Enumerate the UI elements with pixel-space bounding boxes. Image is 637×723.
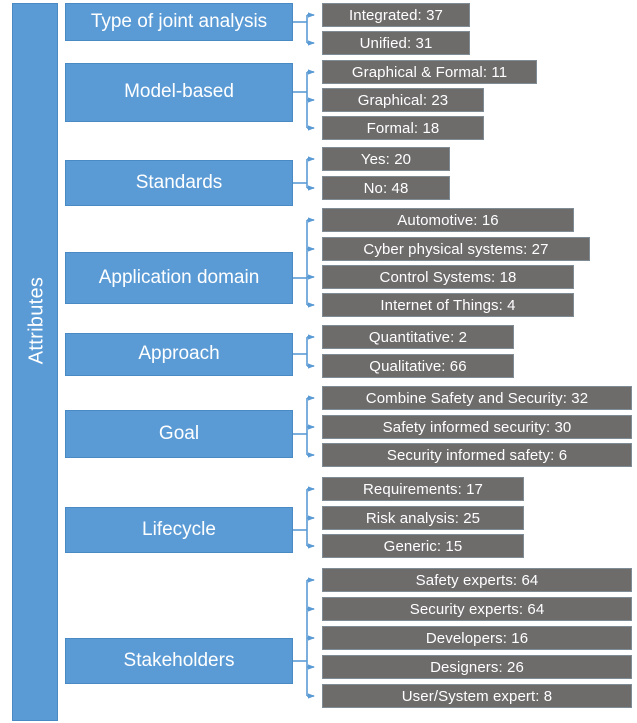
value-box[interactable]: Security experts: 64	[322, 597, 632, 621]
value-box[interactable]: Formal: 18	[322, 116, 484, 140]
attribute-box-application-domain[interactable]: Application domain	[65, 252, 293, 304]
attribute-box-stakeholders[interactable]: Stakeholders	[65, 638, 293, 684]
value-label: Risk analysis: 25	[365, 509, 481, 527]
attribute-label: Lifecycle	[142, 518, 216, 540]
value-box[interactable]: Safety experts: 64	[322, 568, 632, 592]
value-box[interactable]: No: 48	[322, 176, 450, 200]
value-box[interactable]: Qualitative: 66	[322, 354, 514, 378]
value-box[interactable]: Graphical: 23	[322, 88, 484, 112]
value-box[interactable]: Developers: 16	[322, 626, 632, 650]
value-label: Generic: 15	[383, 537, 463, 555]
value-label: User/System expert: 8	[401, 687, 553, 705]
attribute-box-lifecycle[interactable]: Lifecycle	[65, 507, 293, 553]
attribute-box-type-of-joint-analysis[interactable]: Type of joint analysis	[65, 3, 293, 41]
attributes-spine-label: Attributes	[25, 276, 48, 365]
value-label: Yes: 20	[360, 150, 412, 168]
attribute-label: Type of joint analysis	[90, 10, 268, 32]
value-label: Integrated: 37	[349, 6, 443, 24]
value-box[interactable]: Cyber physical systems: 27	[322, 237, 590, 261]
value-box[interactable]: Combine Safety and Security: 32	[322, 386, 632, 410]
value-box[interactable]: Yes: 20	[322, 147, 450, 171]
value-label: No: 48	[363, 179, 409, 197]
value-label: Safety experts: 64	[415, 571, 539, 589]
value-label: Combine Safety and Security: 32	[365, 389, 589, 407]
value-box[interactable]: Internet of Things: 4	[322, 293, 574, 317]
value-label: Safety informed security: 30	[382, 418, 572, 436]
attribute-label: Model-based	[124, 81, 234, 103]
value-box[interactable]: Quantitative: 2	[322, 325, 514, 349]
value-label: Requirements: 17	[363, 480, 483, 498]
attribute-label: Application domain	[98, 266, 260, 288]
value-label: Designers: 26	[430, 658, 524, 676]
value-label: Developers: 16	[425, 629, 529, 647]
value-label: Security experts: 64	[409, 600, 545, 618]
value-box[interactable]: Integrated: 37	[322, 3, 470, 27]
attribute-label: Stakeholders	[123, 649, 235, 671]
value-box[interactable]: Safety informed security: 30	[322, 415, 632, 439]
value-box[interactable]: Security informed safety: 6	[322, 443, 632, 467]
value-label: Graphical: 23	[357, 91, 449, 109]
value-label: Internet of Things: 4	[380, 296, 516, 314]
value-box[interactable]: Unified: 31	[322, 31, 470, 55]
value-box[interactable]: Generic: 15	[322, 534, 524, 558]
value-label: Unified: 31	[359, 34, 433, 52]
attribute-label: Goal	[158, 422, 200, 444]
value-box[interactable]: Risk analysis: 25	[322, 506, 524, 530]
attribute-label: Approach	[138, 343, 220, 365]
value-label: Automotive: 16	[397, 211, 499, 229]
value-label: Formal: 18	[366, 119, 440, 137]
value-box[interactable]: Requirements: 17	[322, 477, 524, 501]
value-label: Control Systems: 18	[379, 268, 517, 286]
attribute-box-standards[interactable]: Standards	[65, 160, 293, 206]
value-label: Quantitative: 2	[368, 328, 468, 346]
value-box[interactable]: Designers: 26	[322, 655, 632, 679]
attribute-box-goal[interactable]: Goal	[65, 410, 293, 458]
value-box[interactable]: Control Systems: 18	[322, 265, 574, 289]
attribute-box-approach[interactable]: Approach	[65, 333, 293, 376]
value-label: Qualitative: 66	[369, 357, 467, 375]
attributes-spine: Attributes	[12, 3, 58, 721]
value-box[interactable]: Automotive: 16	[322, 208, 574, 232]
value-box[interactable]: User/System expert: 8	[322, 684, 632, 708]
value-label: Graphical & Formal: 11	[351, 63, 508, 81]
value-label: Security informed safety: 6	[386, 446, 568, 464]
attribute-box-model-based[interactable]: Model-based	[65, 63, 293, 122]
value-box[interactable]: Graphical & Formal: 11	[322, 60, 537, 84]
value-label: Cyber physical systems: 27	[363, 240, 549, 258]
attribute-label: Standards	[135, 171, 223, 193]
